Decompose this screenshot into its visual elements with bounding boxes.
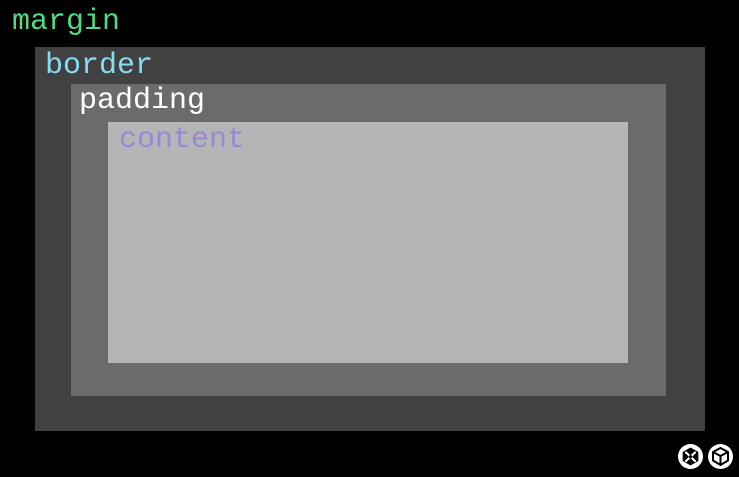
content-label: content — [119, 123, 246, 157]
box-3d-icon[interactable] — [708, 444, 733, 469]
tools-hexagon-icon[interactable] — [678, 444, 703, 469]
border-label: border — [45, 49, 154, 83]
content-box — [108, 122, 628, 363]
margin-label: margin — [12, 5, 121, 39]
padding-label: padding — [79, 84, 206, 118]
